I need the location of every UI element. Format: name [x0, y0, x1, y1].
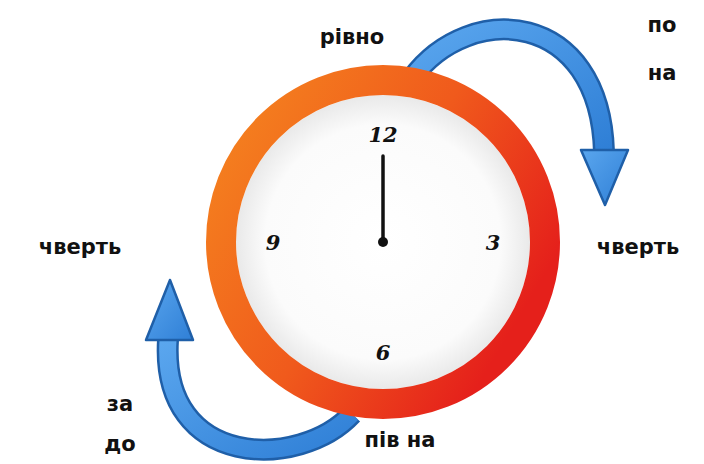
time-word: за до	[98, 384, 142, 464]
time-word: пів на	[365, 428, 436, 453]
hour-number-holder: 6	[376, 342, 391, 363]
time-word: по на	[640, 1, 684, 97]
clock-hand	[381, 156, 385, 242]
time-word-holder: за до	[98, 384, 142, 464]
hour-number-holder: 3	[486, 232, 501, 253]
time-word-holder: чверть	[597, 235, 679, 260]
time-word: рівно	[320, 25, 384, 50]
time-word-holder: пів на	[365, 428, 436, 453]
time-word-holder: по на	[640, 1, 684, 97]
time-word-holder: чверть	[39, 235, 121, 260]
hour-number: 6	[376, 342, 391, 363]
clock-face: 12 3 6 9	[205, 64, 561, 420]
time-word: чверть	[597, 235, 679, 260]
hour-number: 3	[486, 232, 501, 253]
clock-outline	[205, 64, 561, 420]
hand-pivot	[378, 237, 388, 247]
hour-number-holder: 9	[266, 232, 281, 253]
time-word: чверть	[39, 235, 121, 260]
time-word-holder: рівно	[320, 25, 384, 50]
hour-number-holder: 12	[368, 124, 397, 145]
hour-number: 12	[368, 124, 397, 145]
hour-number: 9	[266, 232, 281, 253]
